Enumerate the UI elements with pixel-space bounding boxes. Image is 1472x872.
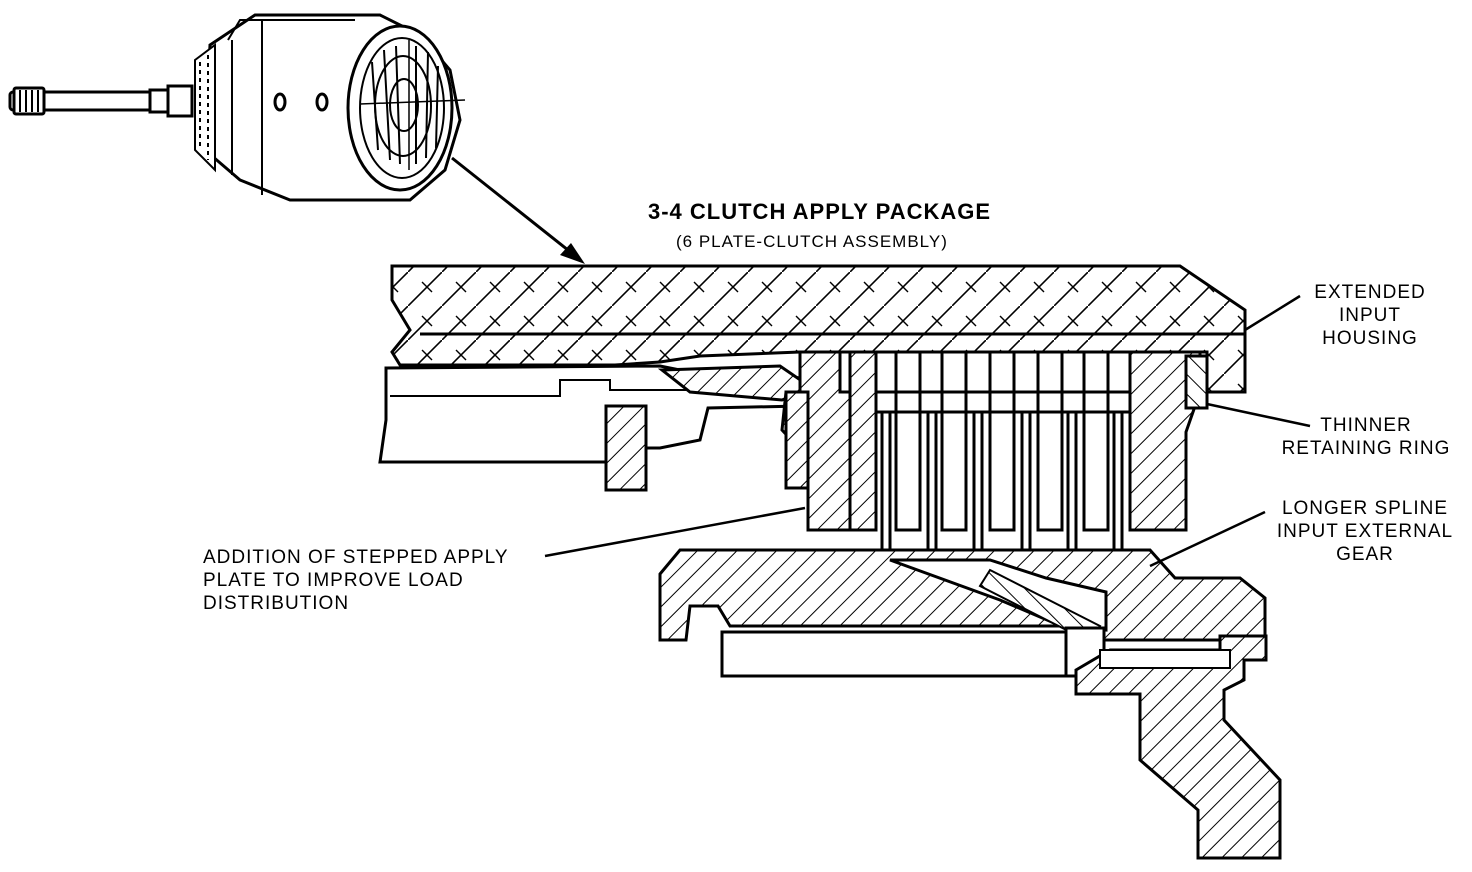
clutch-cross-section	[378, 264, 1282, 860]
spline-gear-label-line-2: INPUT EXTERNAL	[1276, 521, 1454, 542]
leader-spline	[1149, 510, 1266, 568]
leader-lines	[544, 294, 1311, 568]
leader-housing	[1244, 294, 1301, 332]
apply-plate-label-line-3: DISTRIBUTION	[203, 593, 350, 614]
apply-plate-label: ADDITION OF STEPPED APPLY PLATE TO IMPRO…	[203, 546, 509, 615]
housing-label-line-2: INPUT	[1339, 305, 1401, 326]
diagram-subtitle: (6 PLATE-CLUTCH ASSEMBLY)	[676, 232, 948, 251]
input-external-gear-shape	[658, 548, 1267, 642]
friction-discs	[880, 412, 1124, 566]
apply-plate-label-line-2: PLATE TO IMPROVE LOAD	[203, 570, 464, 591]
leader-retaining-ring	[1206, 402, 1311, 428]
clutch-steel-plate-4	[988, 350, 1016, 532]
extended-input-housing-shape	[390, 264, 1247, 394]
clutch-steel-plate-6	[1082, 350, 1110, 532]
apply-plate-label-line-1: ADDITION OF STEPPED APPLY	[203, 547, 509, 568]
leader-apply-plate	[544, 506, 806, 558]
detail-arrow	[451, 156, 585, 264]
clutch-steel-plate-1	[848, 350, 878, 532]
retaining-ring-label-line-1: THINNER	[1320, 415, 1412, 436]
retaining-ring-label: THINNER RETAINING RING	[1268, 414, 1464, 460]
housing-label: EXTENDED INPUT HOUSING	[1300, 281, 1440, 350]
diagram-title: 3-4 CLUTCH APPLY PACKAGE	[648, 199, 992, 224]
retaining-ring-label-line-2: RETAINING RING	[1281, 438, 1451, 459]
retaining-ring-shape	[1184, 354, 1209, 410]
housing-label-line-3: HOUSING	[1322, 328, 1418, 349]
spline-gear-label-line-3: GEAR	[1336, 544, 1394, 565]
input-housing-drum	[194, 13, 466, 202]
housing-label-line-1: EXTENDED	[1314, 282, 1426, 303]
spline-gear-label: LONGER SPLINE INPUT EXTERNAL GEAR	[1262, 497, 1468, 566]
clutch-steel-plate-5	[1036, 350, 1064, 532]
spline-gear-label-line-1: LONGER SPLINE	[1281, 498, 1449, 519]
input-shaft	[8, 84, 194, 118]
clutch-steel-plate-3	[940, 350, 968, 532]
clutch-steel-plate-2	[894, 350, 922, 532]
hub-shape	[720, 630, 1068, 678]
output-shell-shape	[1074, 634, 1282, 860]
input-shaft-assembly-illustration	[8, 13, 466, 202]
backing-plate-shape	[1128, 350, 1202, 532]
